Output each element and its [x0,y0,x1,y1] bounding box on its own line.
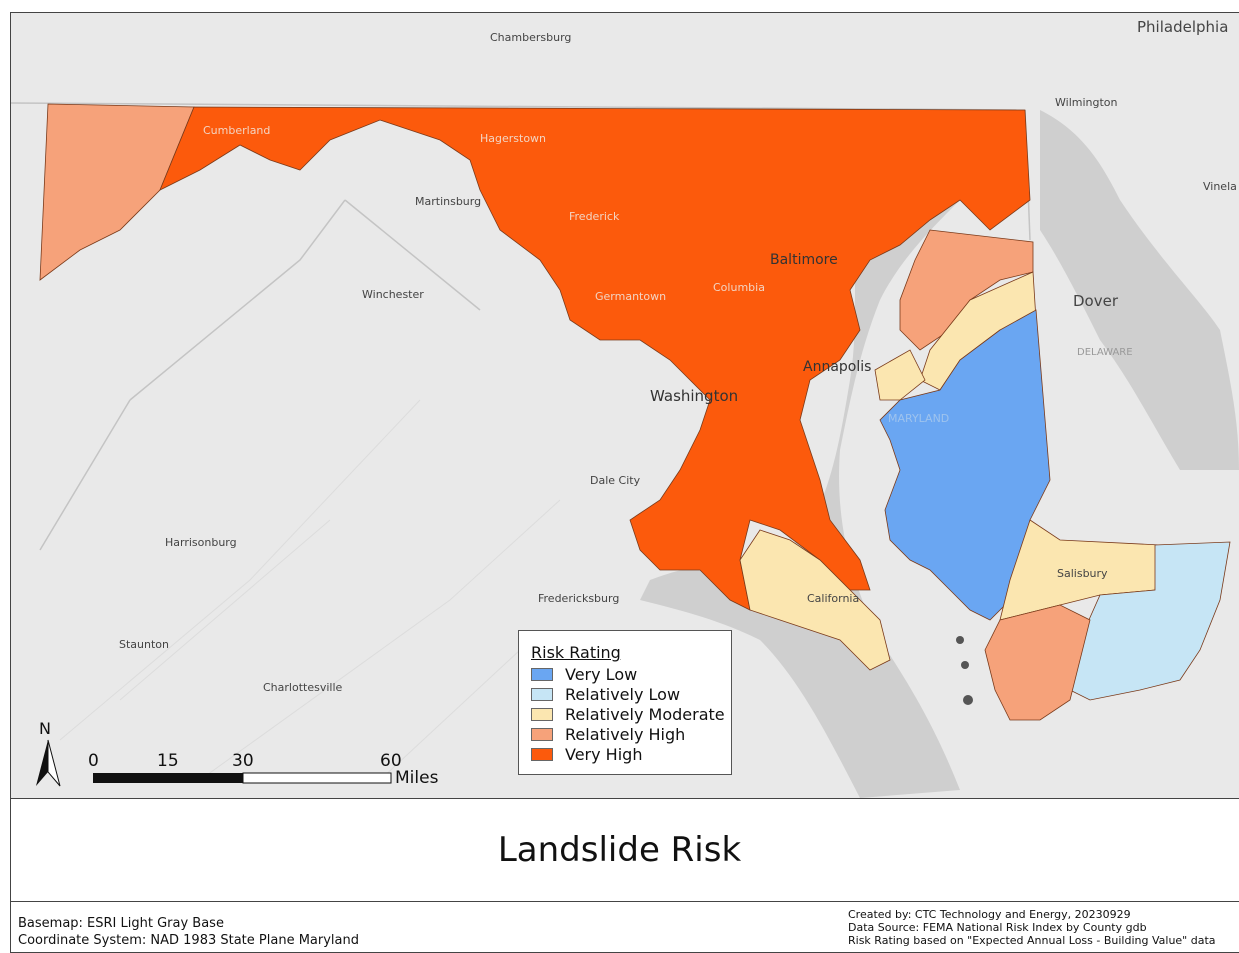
scale-tick-0: 0 [88,751,99,771]
swatch-relatively-high [531,727,553,741]
legend-item-relatively-moderate: Relatively Moderate [531,704,731,724]
risk-basis: Risk Rating based on "Expected Annual Lo… [848,934,1216,947]
legend-label: Very High [565,744,643,764]
place-labels: Philadelphia Chambersburg Wilmington Vin… [119,18,1237,694]
county-low-worcester [1069,541,1231,701]
label-chambersburg: Chambersburg [490,31,571,44]
label-martinsburg: Martinsburg [415,195,481,208]
scale-tick-30: 30 [232,751,254,771]
data-source: Data Source: FEMA National Risk Index by… [848,921,1147,934]
map-canvas[interactable]: Philadelphia Chambersburg Wilmington Vin… [11,13,1239,798]
islands [956,636,973,705]
label-dover: Dover [1073,292,1119,310]
basemap-credit: Basemap: ESRI Light Gray Base [18,916,224,931]
county-moderate-wicomico [999,519,1161,621]
label-philadelphia: Philadelphia [1137,18,1228,36]
label-delaware: DELAWARE [1077,347,1133,358]
label-vinela: Vinela [1203,180,1237,193]
label-winchester: Winchester [362,288,424,301]
scale-bar: 0 15 30 60 Miles [88,751,439,788]
legend: Risk Rating Very Low Relatively Low Rela… [518,630,732,775]
county-very-high-west-central [159,106,1031,611]
county-moderate-queenannes [874,349,926,401]
label-maryland: MARYLAND [888,412,949,425]
legend-item-relatively-low: Relatively Low [531,684,731,704]
legend-label: Relatively High [565,724,686,744]
scale-tick-60: 60 [380,751,402,771]
scale-unit: Miles [395,768,439,788]
swatch-relatively-moderate [531,707,553,721]
label-wilmington: Wilmington [1055,96,1118,109]
swatch-very-low [531,667,553,681]
label-harrisonburg: Harrisonburg [165,536,237,549]
title-band [11,798,1239,902]
county-moderate-stmarys [739,529,891,671]
footer-left: Basemap: ESRI Light Gray Base Coordinate… [18,915,359,949]
label-baltimore: Baltimore [770,252,838,268]
legend-title: Risk Rating [531,643,621,662]
label-california: California [807,592,859,605]
swatch-very-high [531,747,553,761]
swatch-relatively-low [531,687,553,701]
legend-item-very-high: Very High [531,744,731,764]
label-charlottesville: Charlottesville [263,681,343,694]
label-cumberland: Cumberland [203,124,270,137]
legend-item-relatively-high: Relatively High [531,724,731,744]
county-high-somerset [984,604,1091,721]
label-dale-city: Dale City [590,474,641,487]
created-by: Created by: CTC Technology and Energy, 2… [848,908,1131,921]
legend-label: Relatively Moderate [565,704,725,724]
label-washington: Washington [650,387,738,405]
basemap-roads [59,399,561,781]
coordinate-system: Coordinate System: NAD 1983 State Plane … [18,933,359,948]
label-hagerstown: Hagerstown [480,132,546,145]
north-arrow-icon: N [36,719,61,787]
north-label: N [39,719,51,738]
label-columbia: Columbia [713,281,765,294]
county-polygons [39,103,1231,721]
scale-tick-15: 15 [157,751,179,771]
label-frederick: Frederick [569,210,620,223]
legend-label: Relatively Low [565,684,681,704]
label-staunton: Staunton [119,638,169,651]
label-fredericksburg: Fredericksburg [538,592,619,605]
label-germantown: Germantown [595,290,666,303]
legend-label: Very Low [565,664,638,684]
map-title: Landslide Risk [497,830,742,870]
label-salisbury: Salisbury [1057,567,1108,580]
footer-right: Created by: CTC Technology and Energy, 2… [848,908,1216,947]
label-annapolis: Annapolis [803,359,871,375]
legend-item-very-low: Very Low [531,664,731,684]
